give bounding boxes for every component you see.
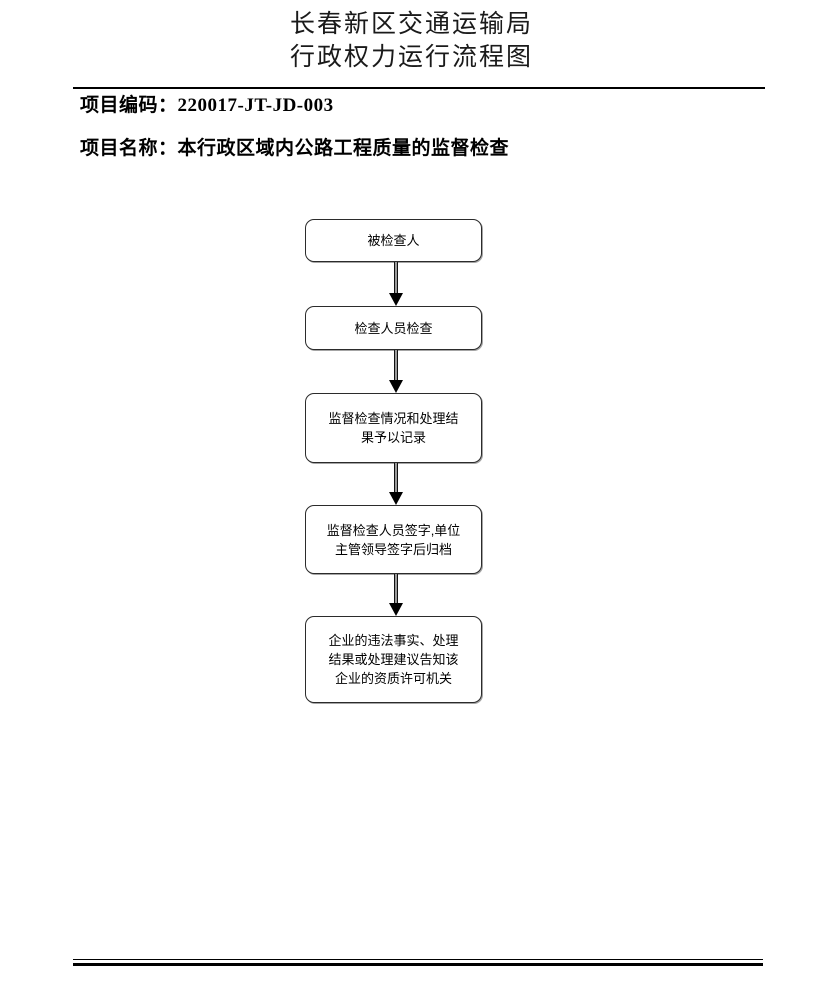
page-title-line-2: 行政权力运行流程图 bbox=[289, 44, 533, 71]
arrow-shaft bbox=[394, 463, 398, 492]
arrow-head-icon bbox=[389, 603, 403, 616]
flow-arrow-4 bbox=[389, 574, 403, 616]
project-name-text: 项目名称：本行政区域内公路工程质量的监督检查 bbox=[80, 138, 510, 159]
arrow-shaft bbox=[394, 574, 398, 603]
arrow-head-icon bbox=[389, 380, 403, 393]
arrow-shaft bbox=[394, 350, 398, 380]
flow-arrow-2 bbox=[389, 350, 403, 393]
flow-node-4-label: 监督检查人员签字,单位 主管领导签字后归档 bbox=[326, 522, 461, 557]
document-header: 长春新区交通运输局 行政权力运行流程图 bbox=[0, 8, 823, 74]
flow-node-5: 企业的违法事实、处理 结果或处理建议告知该 企业的资质许可机关 bbox=[305, 616, 482, 703]
page-title-line-1: 长春新区交通运输局 bbox=[289, 11, 533, 38]
flow-node-1: 被检查人 bbox=[305, 219, 482, 262]
flow-node-2: 检查人员检查 bbox=[305, 306, 482, 350]
footer-divider-rule-thin bbox=[73, 959, 763, 960]
flow-node-5-label: 企业的违法事实、处理 结果或处理建议告知该 企业的资质许可机关 bbox=[328, 633, 459, 686]
arrow-shaft bbox=[394, 262, 398, 293]
flow-node-4: 监督检查人员签字,单位 主管领导签字后归档 bbox=[305, 505, 482, 574]
flow-node-3-label: 监督检查情况和处理结 果予以记录 bbox=[328, 411, 459, 445]
header-divider-rule bbox=[73, 87, 765, 89]
flow-node-1-label: 被检查人 bbox=[367, 233, 420, 248]
flow-arrow-3 bbox=[389, 463, 403, 505]
flow-node-2-label: 检查人员检查 bbox=[354, 320, 433, 336]
arrow-head-icon bbox=[389, 293, 403, 306]
arrow-head-icon bbox=[389, 492, 403, 505]
project-code-text: 项目编码：220017-JT-JD-003 bbox=[80, 95, 334, 116]
flow-arrow-1 bbox=[389, 262, 403, 306]
flow-node-3: 监督检查情况和处理结 果予以记录 bbox=[305, 393, 482, 463]
footer-divider-rule-thick bbox=[73, 963, 763, 966]
